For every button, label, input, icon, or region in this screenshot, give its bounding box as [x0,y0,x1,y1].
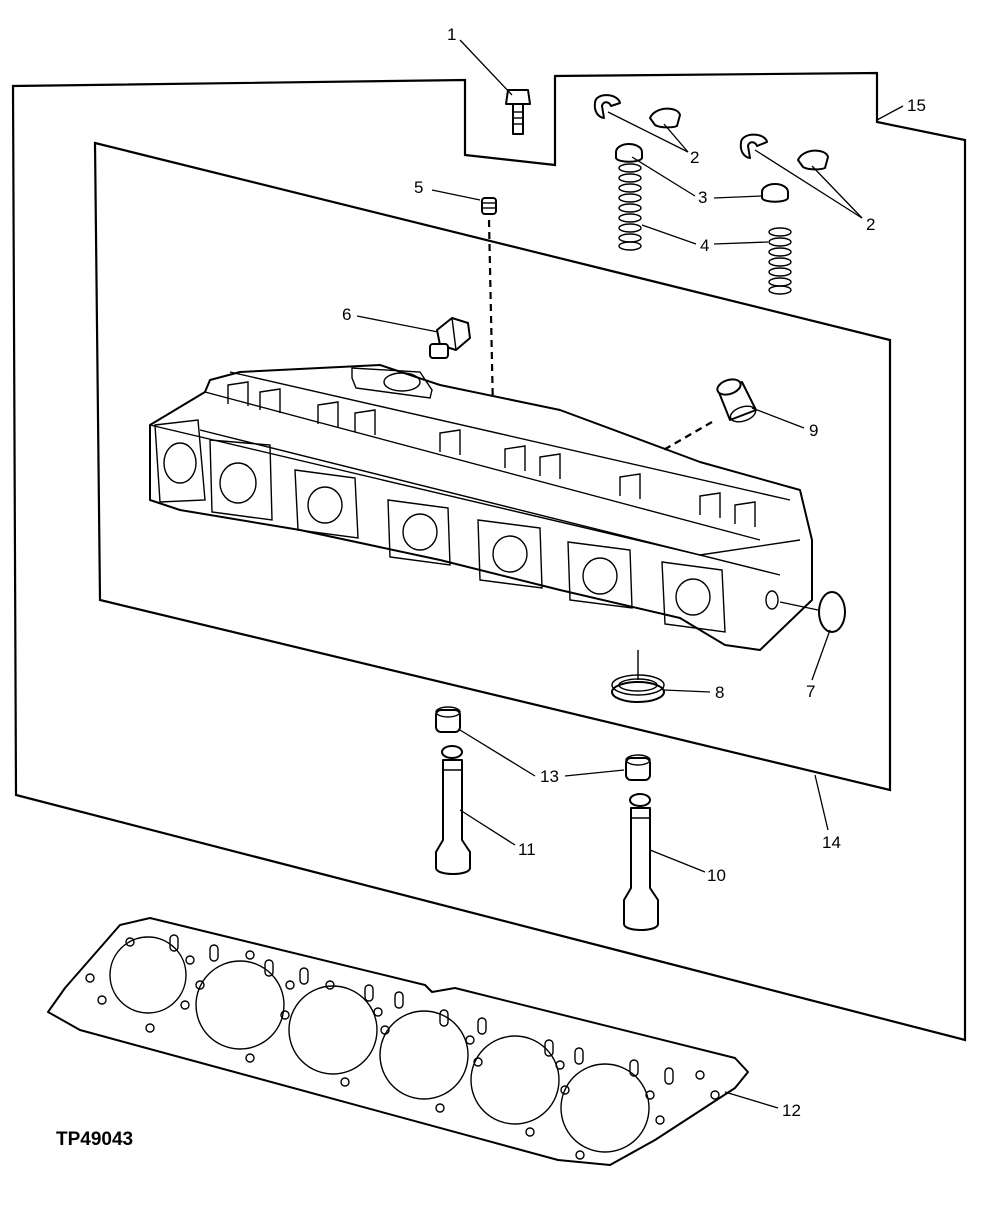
valve-seat-insert-part [611,650,665,703]
leader-line-6 [356,315,439,333]
leader-line-3a [631,156,696,197]
cylinder-head-casting [149,364,813,651]
leader-line-2b [811,165,863,219]
callout-7: 7 [806,682,815,701]
leader-line-13 [459,729,536,777]
small-plug-part [481,197,497,215]
leader-line-14 [814,774,829,831]
callout-5: 5 [414,178,423,197]
leader-line-2a [607,111,689,153]
leader-line-12 [724,1091,779,1109]
head-gasket-part [47,917,749,1166]
outer-kit-outline [11,71,967,1042]
leader-line-1 [459,39,513,96]
spring-cap-part [615,143,789,203]
callout-10: 10 [707,866,726,885]
leader-line-2a [663,123,689,153]
callout-15: 15 [907,96,926,115]
callout-12: 12 [782,1101,801,1120]
valve-keeper-part [593,94,829,171]
valve-guide-part [623,793,659,931]
expansion-plug-line [779,601,819,611]
callout-2: 2 [866,215,875,234]
leader-line-2b [754,149,863,219]
valve-spring-part [618,163,792,295]
callout-14: 14 [822,833,841,852]
leader-line-13 [564,769,625,777]
cup-assembly-line [659,421,713,453]
expansion-plug-part [818,591,846,633]
cap-screw-part [505,89,531,135]
leader-line-4b [713,241,769,245]
valve-guide-part [435,745,471,875]
leader-line-4a [641,224,697,245]
callout-1: 1 [447,25,456,44]
plug-assembly-line [487,219,495,411]
fitting-part [429,317,471,359]
callout-11: 11 [518,840,536,859]
valve-stem-seal-part [435,706,651,781]
figure-id: TP49043 [56,1129,133,1150]
callout-8: 8 [715,683,724,702]
cup-part [716,378,757,423]
callout-13: 13 [540,767,559,786]
leader-line-9 [751,407,805,429]
leader-line-10 [649,849,706,873]
callout-4: 4 [700,236,709,255]
callout-6: 6 [342,305,351,324]
callout-3: 3 [698,188,707,207]
callout-2: 2 [690,148,699,167]
leader-line-3b [713,195,763,199]
leader-line-8 [663,689,711,693]
leader-line-7 [811,629,831,681]
leader-line-15 [876,105,904,121]
leader-line-11 [459,809,516,846]
inner-kit-outline [93,141,892,792]
leader-line-5 [431,189,481,201]
callout-9: 9 [809,421,818,440]
